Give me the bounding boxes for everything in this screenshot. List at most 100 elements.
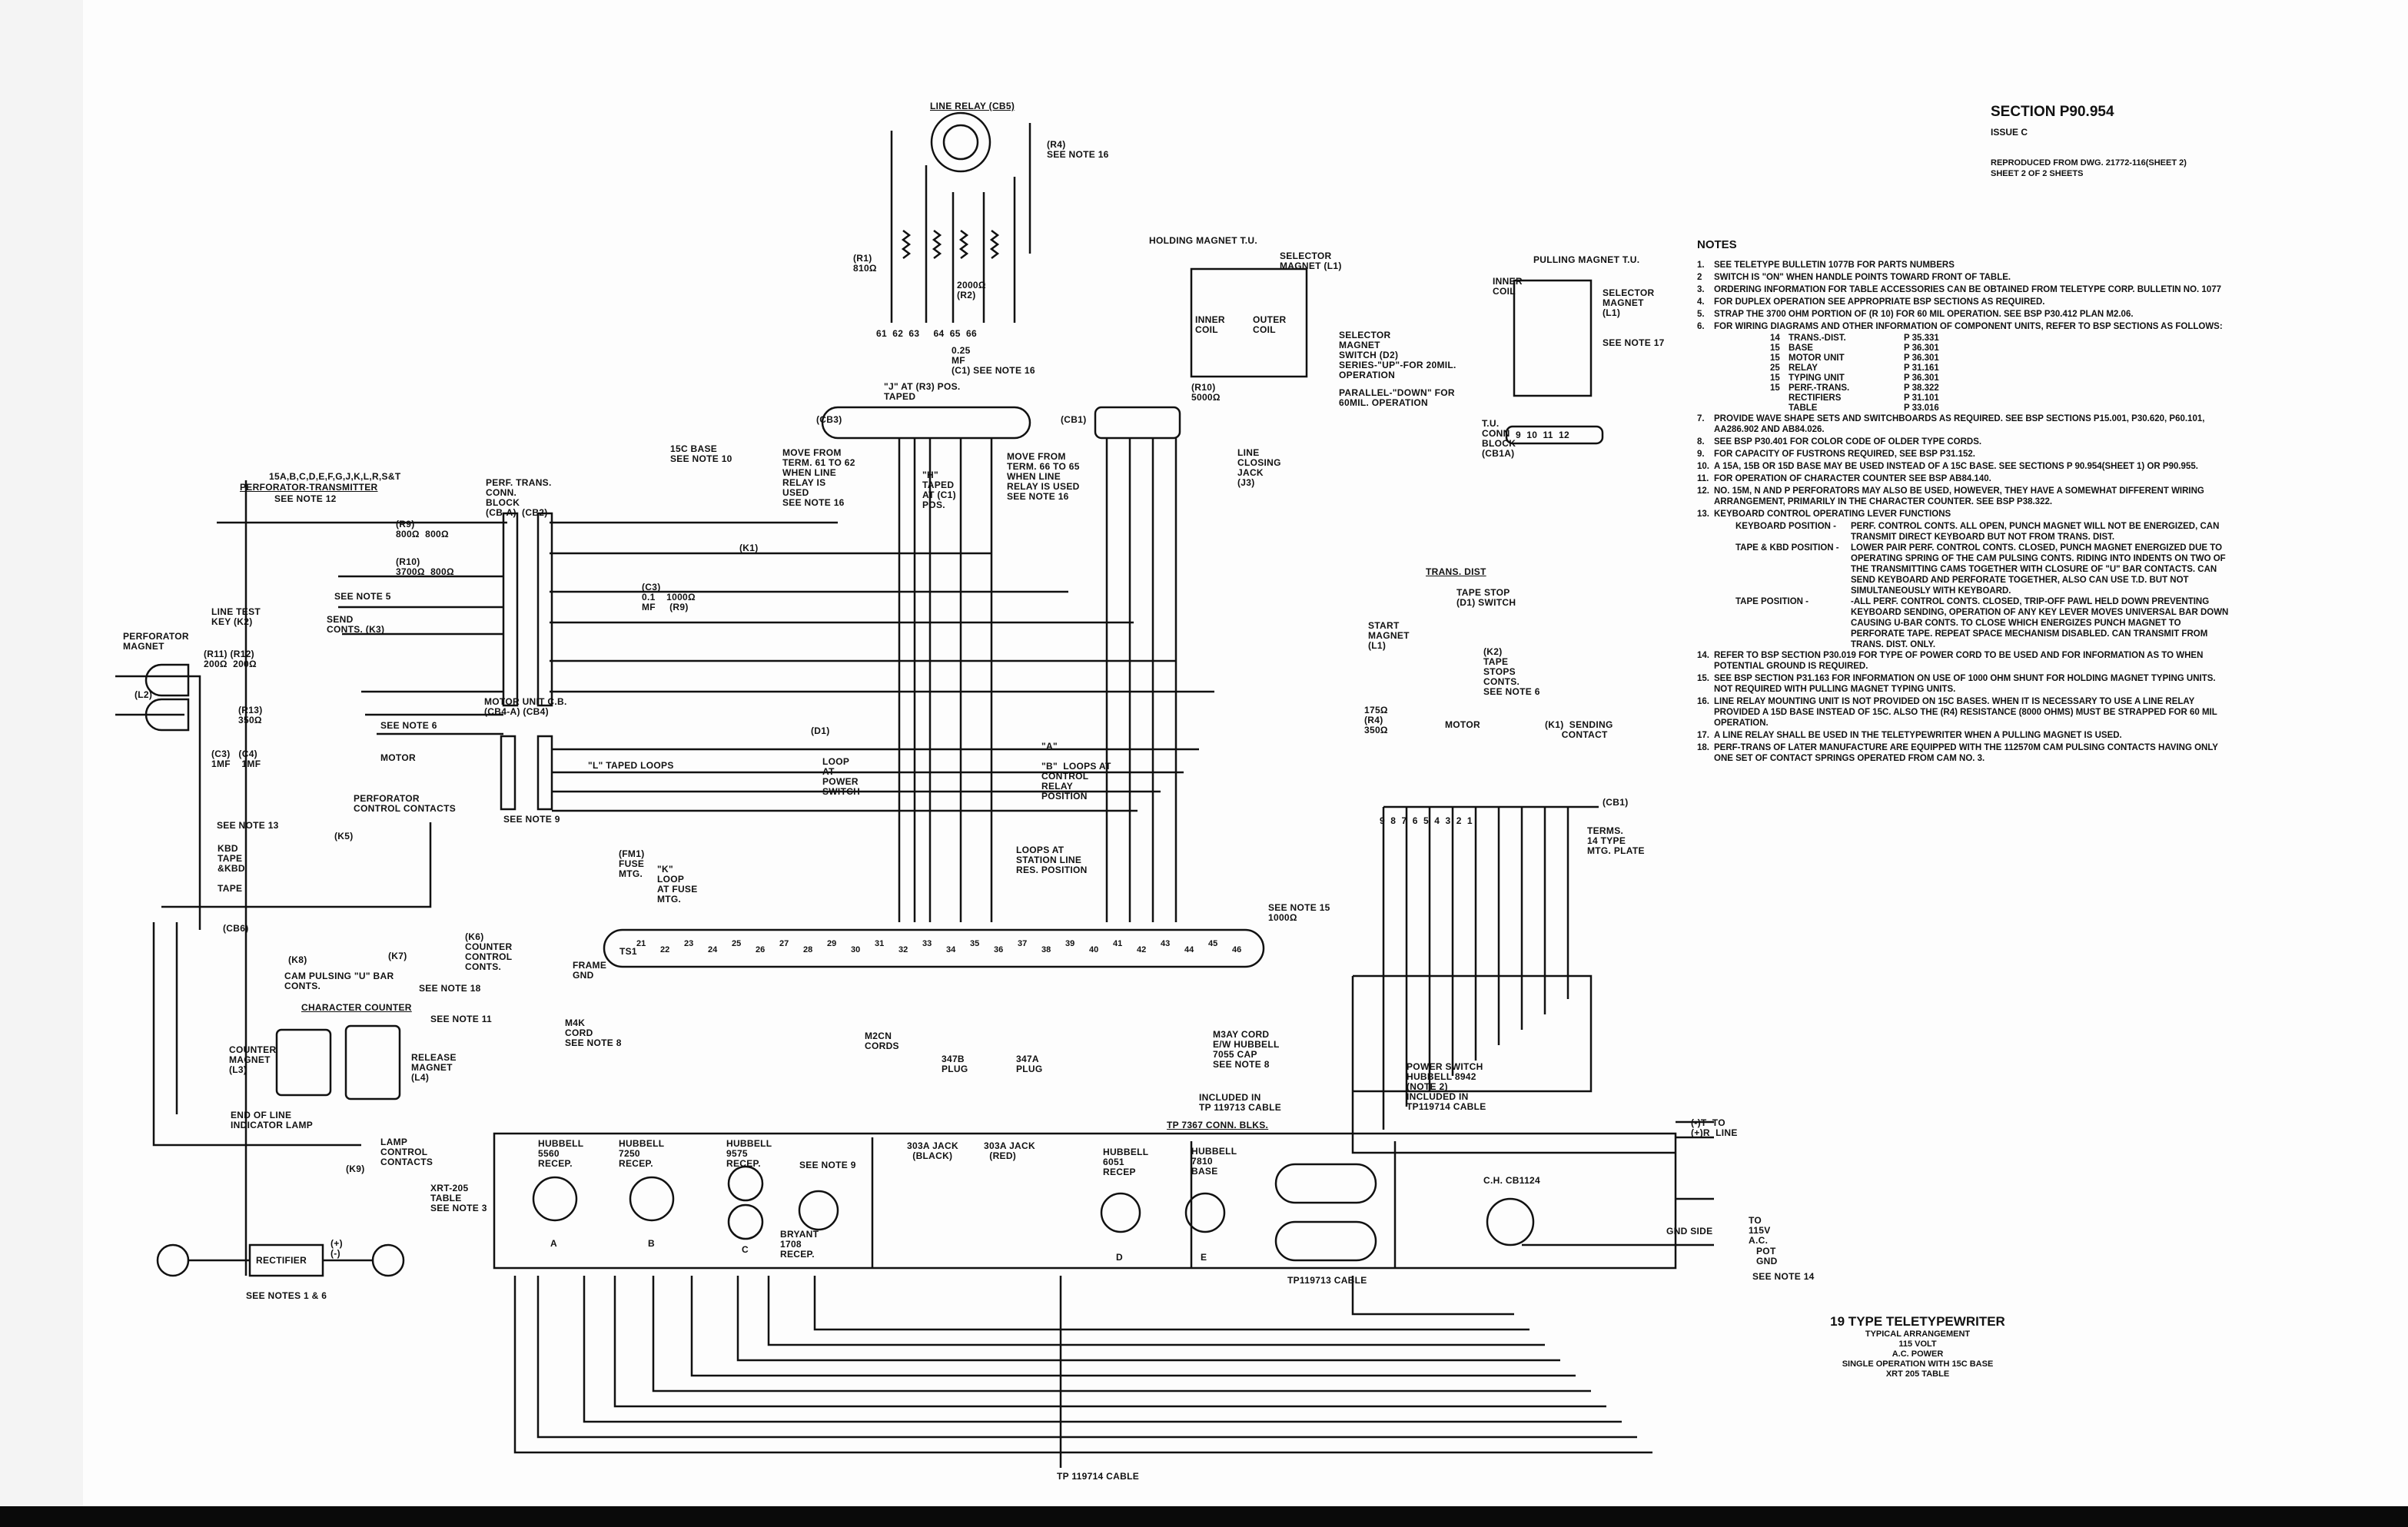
- hubbell-9575-label: HUBBELL 9575 RECEP.: [726, 1138, 772, 1169]
- note-text: PROVIDE WAVE SHAPE SETS AND SWITCHBOARDS…: [1714, 414, 2205, 434]
- rectifier-label: RECTIFIER: [256, 1255, 307, 1266]
- inner-coil-label-2: INNER COIL: [1493, 276, 1523, 297]
- see-note-9b: SEE NOTE 9: [799, 1160, 856, 1170]
- base-terminal: 37: [1018, 939, 1028, 948]
- base-terminal: 22: [660, 945, 670, 954]
- k2-tape-stop-conts: (K2) TAPE STOPS CONTS. SEE NOTE 6: [1483, 646, 1540, 697]
- selector-switch-label: SELECTOR MAGNET SWITCH (D2) SERIES-"UP"-…: [1339, 330, 1456, 380]
- base-terminal: 25: [732, 939, 742, 948]
- h-taped-label: "H" TAPED AT (C1) POS.: [922, 470, 956, 510]
- note-item: 7.PROVIDE WAVE SHAPE SETS AND SWITCHBOAR…: [1697, 413, 2235, 435]
- scan-border: [0, 1506, 2408, 1527]
- note-number: 14.: [1697, 651, 1709, 660]
- keyboard-lever-positions: KBD TAPE &KBD TAPE: [218, 843, 245, 894]
- note-item: 14. REFER TO BSP SECTION P30.019 FOR TYPE…: [1697, 650, 2235, 672]
- parallel-label: PARALLEL-"DOWN" FOR 60MIL. OPERATION: [1339, 387, 1455, 408]
- line-relay-symbol: [890, 111, 1031, 323]
- m4k-cord-label: M4K CORD SEE NOTE 8: [565, 1017, 622, 1048]
- holding-magnet-box: [1190, 267, 1308, 378]
- receptacle-c: C: [742, 1244, 749, 1255]
- base-terminal: 36: [994, 945, 1004, 954]
- note-number: 13.: [1697, 510, 1709, 519]
- r10-5000-label: (R10) 5000Ω: [1191, 382, 1221, 403]
- r13-label: (R13) 350Ω: [238, 705, 263, 725]
- l2-label: (L2): [135, 689, 153, 700]
- base-terminal: 24: [708, 945, 718, 954]
- cb-a-strip: [502, 512, 519, 707]
- taped-loops-label: "L" TAPED LOOPS: [588, 760, 674, 771]
- base-terminal: 27: [779, 939, 789, 948]
- bsp-section: P 35.331: [1904, 334, 1939, 343]
- note-text: SEE TELETYPE BULLETIN 1077B FOR PARTS NU…: [1714, 261, 1955, 270]
- lever-position: KEYBOARD POSITION - PERF. CONTROL CONTS. …: [1735, 521, 2235, 543]
- bsp-unit-name: RECTIFIERS: [1789, 393, 1842, 403]
- tp7367-conn-blocks-label: TP 7367 CONN. BLKS.: [1167, 1120, 1269, 1130]
- bsp-section: P 36.301: [1904, 354, 1939, 363]
- selector-magnet-label: SELECTOR MAGNET (L1): [1280, 251, 1342, 271]
- c3-c4-label: (C3) (C4) 1MF 1MF: [211, 749, 261, 769]
- title-line: 115 VOLT: [1898, 1339, 1937, 1349]
- lever-position-name: KEYBOARD POSITION -: [1735, 522, 1836, 531]
- bsp-unit-name: TRANS.-DIST.: [1789, 334, 1846, 343]
- to-line-label: (-)T TO (+)R LINE: [1691, 1117, 1738, 1138]
- bsp-unit-number: 15: [1770, 354, 1780, 363]
- note-text: FOR CAPACITY OF FUSTRONS REQUIRED, SEE B…: [1714, 450, 1975, 459]
- note-text: FOR DUPLEX OPERATION SEE APPROPRIATE BSP…: [1714, 297, 2045, 307]
- note-text: A 15A, 15B OR 15D BASE MAY BE USED INSTE…: [1714, 462, 2198, 471]
- note-number: 5.: [1697, 310, 1705, 319]
- base-terminal: 41: [1113, 939, 1123, 948]
- note-text: A LINE RELAY SHALL BE USED IN THE TELETY…: [1714, 731, 2122, 740]
- cb1-top-label: (CB1): [1061, 414, 1087, 425]
- r10-label: (R10) 3700Ω 800Ω: [396, 556, 454, 577]
- receptacle-b: B: [648, 1238, 655, 1249]
- note-text: KEYBOARD CONTROL OPERATING LEVER FUNCTIO…: [1714, 510, 1951, 519]
- jack-black-label: 303A JACK (BLACK): [907, 1140, 958, 1161]
- trans-dist-label: TRANS. DIST: [1426, 566, 1486, 577]
- cb3-block: [821, 406, 1031, 440]
- line-closing-jack-label: LINE CLOSING JACK (J3): [1237, 447, 1281, 488]
- tape-stop-switch-label: TAPE STOP (D1) SWITCH: [1456, 587, 1516, 608]
- power-switch-outline: [1353, 974, 1593, 1093]
- bsp-unit-number: 15: [1770, 383, 1780, 393]
- bsp-section: P 31.161: [1904, 363, 1939, 373]
- base-terminal: 43: [1161, 939, 1171, 948]
- note-item: 6.FOR WIRING DIAGRAMS AND OTHER INFORMAT…: [1697, 321, 2235, 332]
- perf-trans-conn-block-label: PERF. TRANS. CONN. BLOCK (CB-A) (CB2): [486, 477, 552, 518]
- note-item: 10.A 15A, 15B OR 15D BASE MAY BE USED IN…: [1697, 461, 2235, 472]
- base-terminal: 44: [1184, 945, 1194, 954]
- to-115v-label: TO 115V A.C.: [1749, 1215, 1771, 1246]
- hubbell-7810-label: HUBBELL 7810 BASE: [1191, 1146, 1237, 1177]
- r9-label: (R9) 800Ω 800Ω: [396, 519, 449, 539]
- power-switch-label: POWER SWITCH HUBBELL 8942 (NOTE 2) INCLU…: [1407, 1061, 1486, 1112]
- cb3-label: (CB3): [816, 414, 842, 425]
- bsp-unit-number: 14: [1770, 334, 1780, 343]
- start-magnet-label: START MAGNET (L1): [1368, 620, 1410, 651]
- see-note-17: SEE NOTE 17: [1603, 337, 1665, 348]
- 347b-plug-label: 347B PLUG: [942, 1054, 968, 1074]
- note-item: 11.FOR OPERATION OF CHARACTER COUNTER SE…: [1697, 473, 2235, 484]
- note-text: REFER TO BSP SECTION P30.019 FOR TYPE OF…: [1714, 651, 2204, 671]
- xrt-205-table-box: [493, 1132, 1677, 1270]
- jack-red-label: 303A JACK (RED): [984, 1140, 1035, 1161]
- tu-terminals: 9 10 11 12: [1516, 430, 1569, 440]
- frame-gnd-label: FRAME GND: [573, 960, 607, 981]
- title-line: A.C. POWER: [1892, 1349, 1944, 1359]
- base-terminal: 21: [636, 939, 646, 948]
- counter-magnet-label: COUNTER MAGNET (L3): [229, 1044, 277, 1075]
- base-terminal: 35: [970, 939, 980, 948]
- bsp-section: P 36.301: [1904, 373, 1939, 383]
- lever-position-text: LOWER PAIR PERF. CONTROL CONTS. CLOSED, …: [1851, 543, 2226, 596]
- see-note-6: SEE NOTE 6: [380, 720, 437, 731]
- see-note-9: SEE NOTE 9: [503, 814, 560, 825]
- bsp-unit-name: MOTOR UNIT: [1789, 354, 1845, 363]
- bsp-unit-number: 15: [1770, 373, 1780, 383]
- r2-label: 2000Ω (R2): [957, 280, 986, 300]
- lever-position-text: PERF. CONTROL CONTS. ALL OPEN, PUNCH MAG…: [1851, 522, 2220, 542]
- lever-position: TAPE & KBD POSITION -LOWER PAIR PERF. CO…: [1735, 543, 2235, 596]
- section-number: SECTION P90.954: [1991, 104, 2114, 120]
- cam-pulsing-label: CAM PULSING "U" BAR CONTS.: [284, 971, 394, 991]
- r4-label: (R4) SEE NOTE 16: [1047, 139, 1109, 160]
- c1-label: 0.25 MF (C1) SEE NOTE 16: [952, 345, 1035, 376]
- cb4-strip: [536, 735, 553, 811]
